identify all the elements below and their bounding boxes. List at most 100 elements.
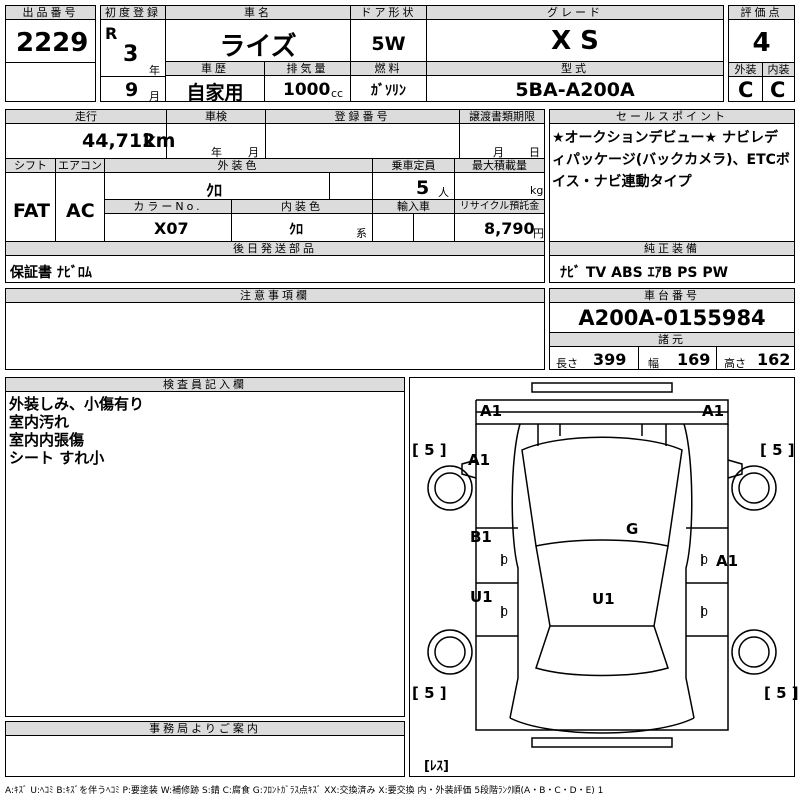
int-grade: C (770, 78, 786, 102)
reg-year: 3 (123, 42, 139, 67)
colorno-label: カラーNo. (105, 200, 231, 214)
model-label: 型式 (427, 62, 723, 76)
transfer-label: 譲渡書類期限 (459, 110, 544, 124)
width: 169 (677, 350, 711, 369)
score: 4 (752, 28, 771, 58)
recycle-unit: 円 (533, 227, 544, 240)
month-unit: 月 (149, 90, 160, 103)
inspector-line: 室内汚れ (9, 413, 70, 431)
svg-text:0: 0 (701, 606, 708, 619)
fuel-box: 燃料 ｶﾞｿﾘﾝ (350, 61, 427, 102)
equipment: ﾅﾋﾞ TV ABS ｴｱB PS PW (560, 265, 729, 281)
color-label: 外装色 (104, 159, 372, 173)
displacement-label: 排気量 (265, 62, 350, 76)
exterior-color: ｸﾛ (206, 181, 223, 200)
inspector-line: 室内内張傷 (9, 431, 85, 449)
chassis-number: A200A-0155984 (578, 306, 766, 330)
car-name: ライズ (219, 32, 297, 62)
tire-rear-left: [ 5 ] (412, 684, 447, 702)
model-code: 5BA-A200A (515, 79, 635, 101)
sales-point-text: ★オークションデビュー★ ナビレディパッケージ(バックカメラ)、ETCボイス・ナ… (552, 130, 790, 190)
score-label: 評価点 (729, 6, 794, 20)
car-name-label: 車名 (166, 6, 350, 20)
capacity-unit: 人 (438, 186, 449, 199)
svg-text:0: 0 (501, 554, 508, 567)
plate-label: 登録番号 (265, 110, 459, 124)
notes-box: 注意事項欄 (5, 288, 545, 370)
int-label: 内装 (762, 63, 794, 77)
capacity-label: 乗車定員 (372, 159, 454, 173)
recycle-label: リサイクル預託金 (454, 200, 544, 214)
history-label: 車歴 (166, 62, 264, 76)
equipment-label: 純正装備 (550, 242, 794, 256)
intcolor-unit: 系 (356, 227, 367, 240)
displacement-box: 排気量 1000 cc (264, 61, 351, 102)
reg-month: 9 (125, 79, 139, 101)
height: 162 (757, 350, 791, 369)
mark-a1-left-front: A1 (468, 451, 490, 469)
color-number: X07 (154, 219, 189, 238)
inspector-label: 検査員記入欄 (6, 378, 404, 392)
office-box: 事務局よりご案内 (5, 721, 405, 777)
ac-label: エアコン (55, 159, 104, 173)
chassis-box: 車台番号 A200A-0155984 諸元 長さ 399 幅 169 高さ 16… (549, 288, 795, 370)
mark-a1-right: A1 (716, 552, 738, 570)
later-parts: 保証書 ﾅﾋﾞﾛﾑ (10, 265, 92, 281)
score-box: 評価点 4 外装 内装 C C (728, 5, 795, 102)
load-unit: kg (530, 184, 544, 197)
spare-tire: [ﾚｽ] (424, 759, 449, 774)
inspector-line: シート すれ小 (9, 449, 105, 467)
car-diagram-box: A1 A1 A1 B1 G A1 U1 U1 [ 5 ] [ 5 ] [ 5 ]… (409, 377, 799, 777)
equipment-box: 純正装備 ﾅﾋﾞ TV ABS ｴｱB PS PW (549, 241, 795, 283)
office-label: 事務局よりご案内 (6, 722, 404, 736)
height-label: 高さ (724, 357, 746, 370)
width-label: 幅 (648, 357, 659, 370)
chassis-label: 車台番号 (550, 289, 794, 303)
ext-grade: C (738, 78, 754, 102)
year-unit: 年 (149, 64, 160, 77)
sales-point-label: セールスポイント (550, 110, 794, 124)
model-box: 型式 5BA-A200A (426, 61, 724, 102)
length: 399 (593, 350, 627, 369)
first-reg-box: 初度登録 R 3 年 9 月 (100, 5, 166, 103)
inspection-month-unit: 月 (248, 146, 259, 159)
mileage: 44,712 (82, 130, 156, 152)
mark-a1-front-left: A1 (480, 402, 502, 420)
lot-label: 出品番号 (6, 6, 95, 20)
door-box: ドア形状 5W (350, 5, 427, 62)
later-parts-label: 後日発送部品 (6, 242, 544, 256)
svg-text:0: 0 (701, 554, 708, 567)
ext-label: 外装 (729, 63, 762, 77)
shift-label: シフト (6, 159, 55, 173)
notes-label: 注意事項欄 (6, 289, 544, 303)
mark-a1-front-right: A1 (702, 402, 724, 420)
inspector-box: 検査員記入欄 外装しみ、小傷有り 室内汚れ 室内内張傷 シート すれ小 (5, 377, 405, 717)
car-name-box: 車名 ライズ (165, 5, 351, 62)
inspection-year-unit: 年 (211, 146, 222, 159)
inspector-notes: 外装しみ、小傷有り 室内汚れ 室内内張傷 シート すれ小 (9, 395, 144, 467)
intcolor-label: 内装色 (231, 200, 372, 214)
load-label: 最大積載量 (454, 159, 544, 173)
first-reg-label: 初度登録 (101, 6, 165, 20)
displacement-unit: cc (331, 87, 344, 100)
mileage-label: 走行 (6, 110, 166, 124)
grade-box: グレード X S (426, 5, 724, 62)
mileage-unit: km (143, 130, 176, 152)
ac: AC (66, 200, 95, 222)
grade-label: グレード (427, 6, 723, 20)
inspection-label: 車検 (166, 110, 265, 124)
mark-u1-center: U1 (592, 590, 615, 608)
sales-point-box: セールスポイント ★オークションデビュー★ ナビレディパッケージ(バックカメラ)… (549, 109, 795, 242)
door-label: ドア形状 (351, 6, 426, 20)
svg-text:0: 0 (501, 606, 508, 619)
era: R (105, 24, 118, 43)
history: 自家用 (186, 82, 244, 104)
tire-front-right: [ 5 ] (760, 441, 795, 459)
transfer-day-unit: 日 (529, 146, 540, 159)
spec-box: 走行 車検 登録番号 譲渡書類期限 44,712 km 年 月 月 日 シフト … (5, 109, 545, 242)
interior-color: ｸﾛ (289, 222, 303, 238)
history-box: 車歴 自家用 (165, 61, 265, 104)
door-type: 5W (371, 33, 406, 55)
mark-g: G (626, 520, 638, 538)
tire-rear-right: [ 5 ] (764, 684, 799, 702)
